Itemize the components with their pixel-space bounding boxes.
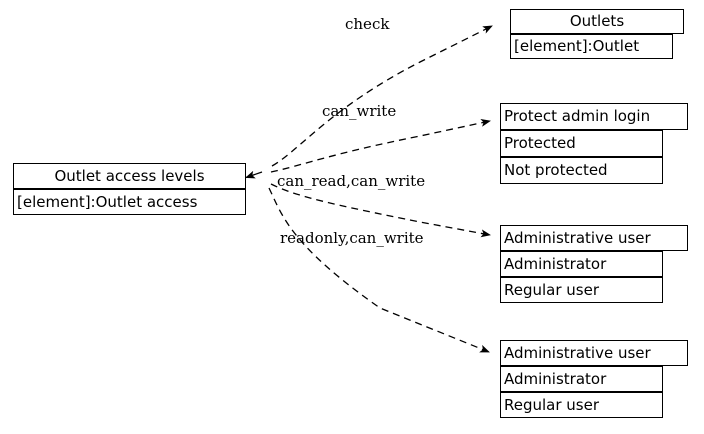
node-row-regular-user-2: Regular user [500, 392, 663, 418]
node-row-outlets-element: [element]:Outlet [510, 34, 673, 59]
node-row-administrator-2: Administrator [500, 366, 663, 392]
node-row-protected: Protected [500, 130, 663, 157]
node-row-outlet-access-element: [element]:Outlet access [13, 189, 246, 215]
node-row-not-protected: Not protected [500, 157, 663, 184]
edge-can-write [270, 118, 491, 173]
edge-label-check: check [345, 15, 390, 33]
edge-label-can-write: can_write [322, 102, 397, 120]
edge-label-readonly-can-write: readonly,can_write [280, 229, 424, 247]
node-title-administrative-user-1: Administrative user [500, 225, 688, 251]
node-title-outlets: Outlets [510, 9, 684, 34]
node-title-protect-admin-login: Protect admin login [500, 103, 688, 130]
node-row-regular-user-1: Regular user [500, 277, 663, 303]
node-title-administrative-user-2: Administrative user [500, 340, 688, 366]
edge-can-read-can-write [270, 183, 491, 238]
node-title-outlet-access-levels: Outlet access levels [13, 163, 246, 189]
edge-readonly-can-write [268, 187, 490, 353]
edge-label-can-read-can-write: can_read,can_write [277, 172, 426, 190]
node-row-administrator-1: Administrator [500, 251, 663, 277]
edge-arrowhead-source [245, 170, 263, 179]
edge-check [271, 25, 493, 167]
